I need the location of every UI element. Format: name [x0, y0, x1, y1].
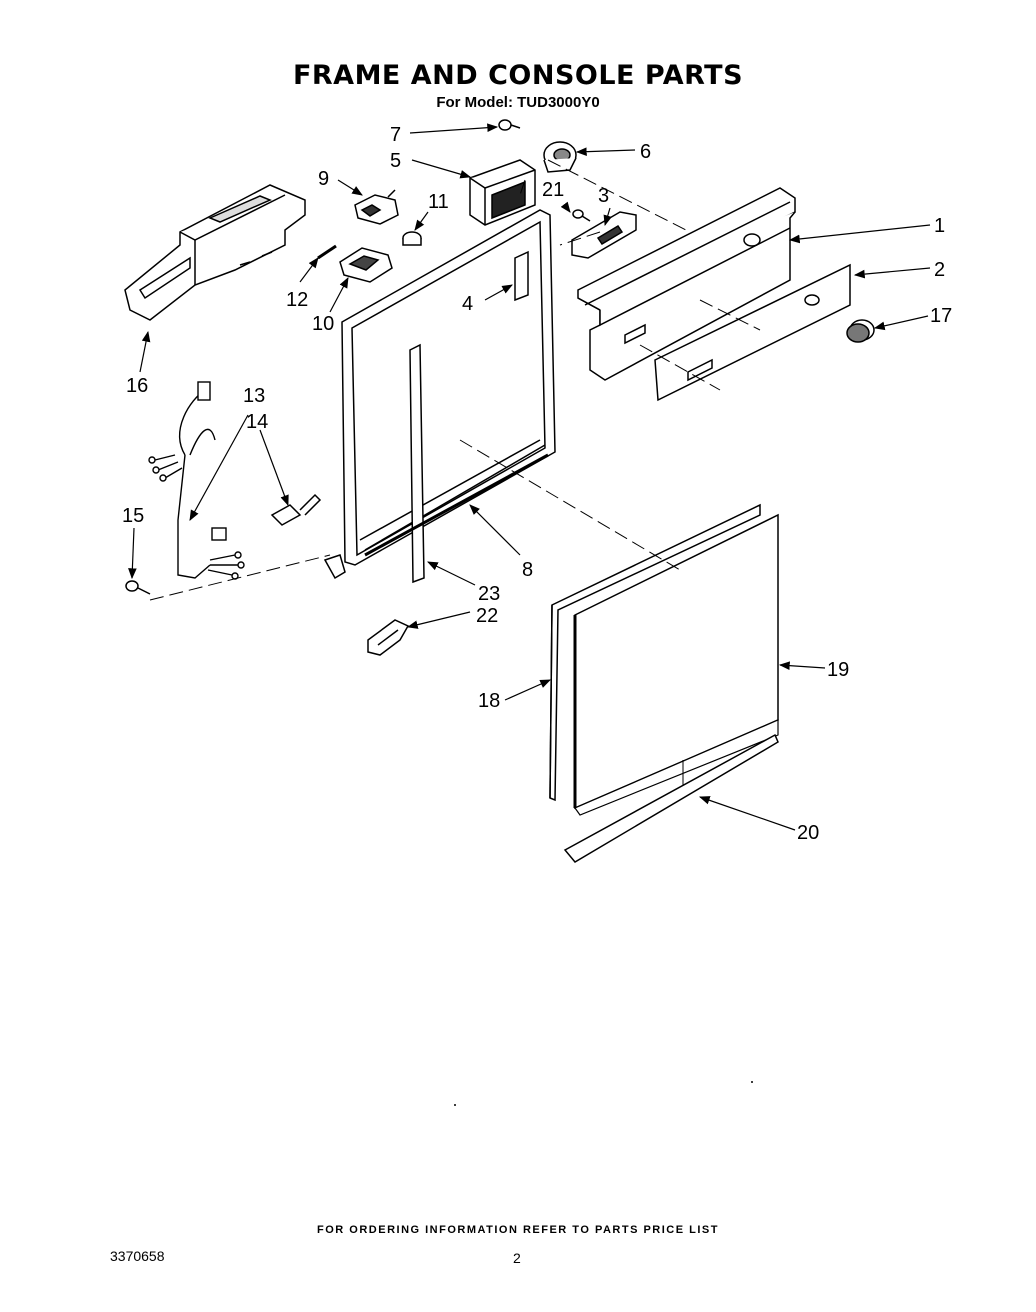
callout-11: 11 [428, 191, 449, 213]
callout-20: 20 [797, 822, 819, 844]
page-number: 2 [513, 1250, 521, 1266]
part-7-screw [498, 119, 521, 131]
part-16-console-bracket [124, 184, 306, 321]
part-11-knob [402, 231, 422, 246]
callout-4: 4 [462, 293, 473, 315]
part-door-frame [323, 209, 556, 580]
callout-3: 3 [598, 185, 609, 207]
part-14-harness-connector [270, 493, 322, 526]
part-6-timer-dial [543, 141, 577, 173]
model-line: For Model: TUD3000Y0 [436, 94, 600, 111]
callout-21: 21 [542, 179, 564, 201]
callout-19: 19 [827, 659, 849, 681]
callout-2: 2 [934, 259, 945, 281]
callout-15: 15 [122, 505, 144, 527]
part-17-knob [846, 319, 875, 343]
callout-13: 13 [243, 385, 265, 407]
part-12-pin [317, 244, 337, 260]
part-13-wire-harness [148, 381, 245, 580]
callout-16: 16 [126, 375, 148, 397]
part-15-screw [125, 580, 151, 595]
callout-18: 18 [478, 690, 500, 712]
callout-23: 23 [478, 583, 500, 605]
callout-17: 17 [930, 305, 952, 327]
part-20-trim-strip [563, 733, 779, 863]
ordering-note: FOR ORDERING INFORMATION REFER TO PARTS … [317, 1224, 719, 1236]
callout-22: 22 [476, 605, 498, 627]
callout-8: 8 [522, 559, 533, 581]
leader-arrows [128, 123, 931, 831]
assembly-guide-lines [149, 159, 761, 601]
document-number: 3370658 [110, 1248, 165, 1264]
part-8-lower-rail [364, 453, 549, 557]
callout-9: 9 [318, 168, 329, 190]
part-22-door-clip [367, 619, 410, 656]
part-5-control-module [469, 159, 536, 226]
part-23-gasket-strip [409, 343, 425, 584]
callout-14: 14 [246, 411, 268, 433]
callout-1: 1 [934, 215, 945, 237]
callout-7: 7 [390, 124, 401, 146]
part-3-bracket [571, 211, 637, 259]
callout-6: 6 [640, 141, 651, 163]
part-21-screw [572, 209, 591, 222]
part-1-console-panel [577, 187, 796, 381]
part-9-switch [354, 189, 399, 225]
part-10-switch-bracket [339, 247, 393, 283]
page-title: FRAME AND CONSOLE PARTS [292, 60, 744, 91]
callout-10: 10 [312, 313, 334, 335]
callout-12: 12 [286, 289, 308, 311]
callout-5: 5 [390, 150, 401, 172]
callout-labels: 1 2 3 4 5 6 7 8 9 10 11 12 13 14 15 16 1… [122, 124, 952, 844]
